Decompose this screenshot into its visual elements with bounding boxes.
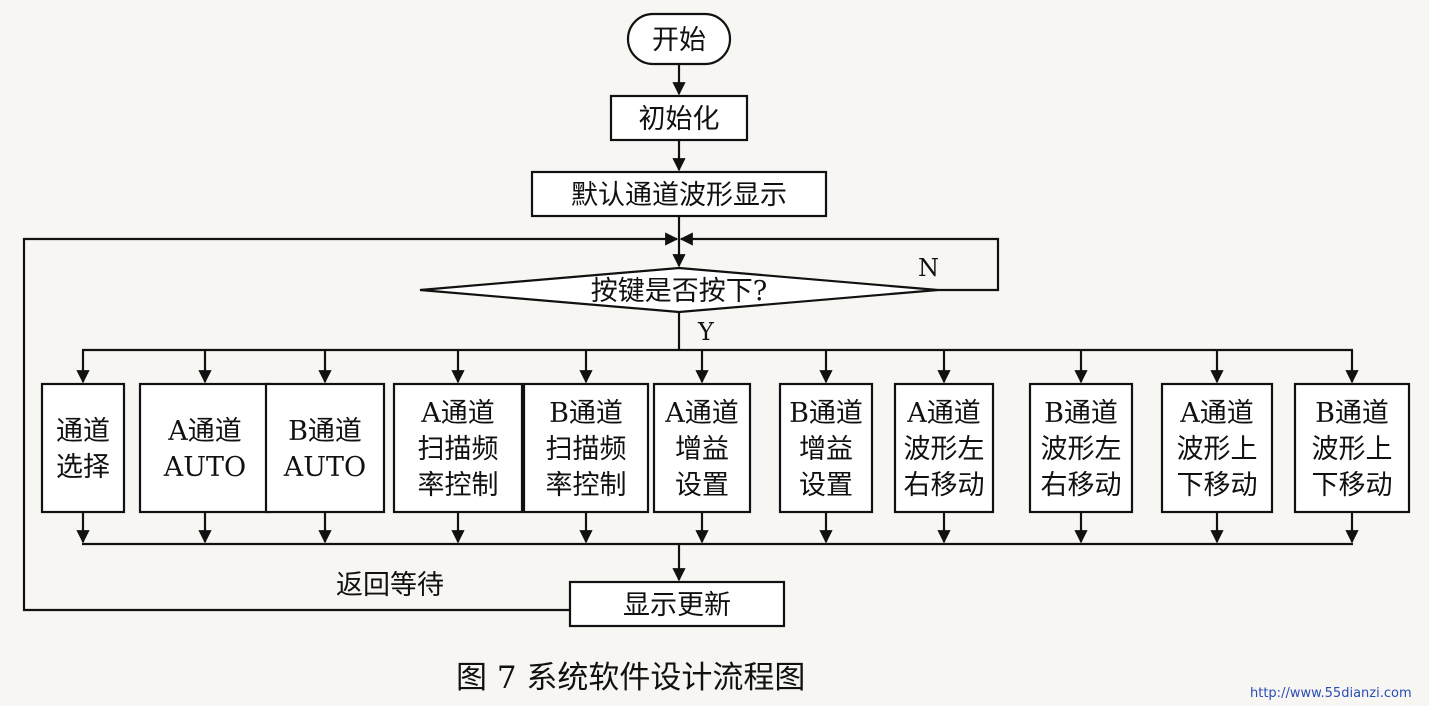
function-label-8-line-1: A通道 xyxy=(906,398,981,429)
refresh-box xyxy=(568,580,786,628)
function-box-3 xyxy=(264,382,386,514)
watermark-text: http://www.55dianzi.com xyxy=(1250,686,1412,701)
function-label-5-line-2: 扫描频 xyxy=(546,434,627,465)
function-box-2 xyxy=(138,382,272,514)
return-loop-line xyxy=(22,232,679,612)
function-label-1-line-2: 选择 xyxy=(56,452,110,483)
function-box-11 xyxy=(1293,382,1411,514)
function-label-4-line-3: 率控制 xyxy=(418,470,499,501)
no-loop-line xyxy=(679,232,1000,292)
function-box-8 xyxy=(893,382,995,514)
function-label-8-line-3: 右移动 xyxy=(904,470,985,501)
function-label-11-line-3: 下移动 xyxy=(1312,470,1393,501)
function-label-10-line-1: A通道 xyxy=(1179,398,1254,429)
function-label-10-line-3: 下移动 xyxy=(1177,470,1258,501)
function-label-3-line-1: B通道 xyxy=(288,416,362,447)
function-label-7-line-1: B通道 xyxy=(789,398,863,429)
function-box-6 xyxy=(652,382,752,514)
function-label-11-line-1: B通道 xyxy=(1315,398,1389,429)
refresh-label: 显示更新 xyxy=(623,590,731,621)
function-box-10 xyxy=(1160,382,1274,514)
start-label: 开始 xyxy=(652,25,706,56)
function-label-4-line-2: 扫描频 xyxy=(418,434,499,465)
function-label-3-line-2: AUTO xyxy=(283,452,366,483)
function-box-4 xyxy=(392,382,524,514)
function-label-2-line-2: AUTO xyxy=(163,452,246,483)
function-label-4-line-1: A通道 xyxy=(420,398,495,429)
function-label-6-line-2: 增益 xyxy=(675,434,729,465)
function-label-7-line-2: 增益 xyxy=(799,434,853,465)
function-label-5-line-3: 率控制 xyxy=(546,470,627,501)
decision-label: 按键是否按下? xyxy=(591,276,767,307)
function-label-11-line-2: 波形上 xyxy=(1312,434,1393,465)
function-box-1 xyxy=(40,382,126,514)
function-box-9 xyxy=(1028,382,1134,514)
no-branch-label: N xyxy=(918,254,939,282)
function-label-9-line-1: B通道 xyxy=(1044,398,1118,429)
function-label-2-line-1: A通道 xyxy=(167,416,242,447)
yes-branch-label: Y xyxy=(697,318,715,346)
function-label-1-line-1: 通道 xyxy=(56,416,110,447)
function-label-8-line-2: 波形左 xyxy=(904,434,985,465)
default-display-label: 默认通道波形显示 xyxy=(571,180,787,211)
return-wait-label: 返回等待 xyxy=(336,570,444,601)
function-label-6-line-1: A通道 xyxy=(664,398,739,429)
function-label-6-line-3: 设置 xyxy=(675,470,729,501)
function-label-7-line-3: 设置 xyxy=(799,470,853,501)
function-label-9-line-2: 波形左 xyxy=(1041,434,1122,465)
init-label: 初始化 xyxy=(639,104,720,135)
function-label-10-line-2: 波形上 xyxy=(1177,434,1258,465)
init-box xyxy=(609,94,749,142)
figure-caption: 图 7 系统软件设计流程图 xyxy=(456,660,805,696)
function-label-5-line-1: B通道 xyxy=(549,398,623,429)
function-label-9-line-3: 右移动 xyxy=(1041,470,1122,501)
